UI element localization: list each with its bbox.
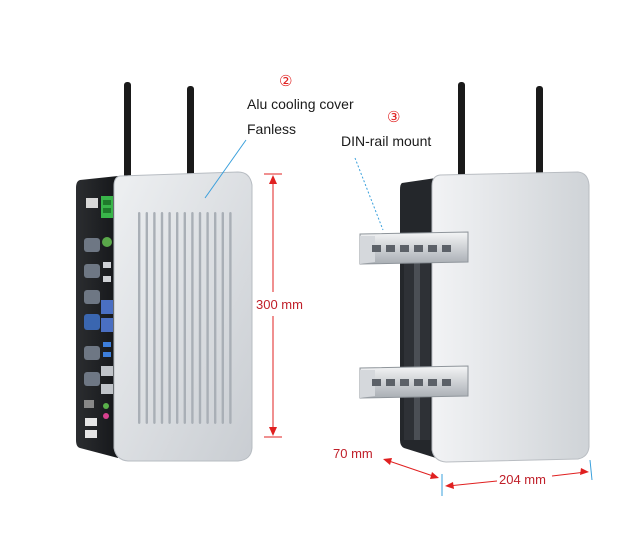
cooling-fin: [221, 212, 224, 424]
cooling-fin: [160, 212, 164, 424]
io-panel: [76, 176, 118, 458]
rail-pointer: [354, 157, 384, 231]
antenna-icon: [457, 82, 466, 185]
antenna-icon: [186, 86, 195, 186]
din-rail: [359, 365, 469, 399]
cooling-fin: [138, 212, 141, 424]
callout-number-cover: ②: [279, 72, 293, 90]
device-back-panel: [431, 171, 590, 463]
cover-pointer: [204, 139, 247, 199]
cooling-fin: [183, 212, 186, 424]
cooling-fin: [145, 212, 148, 424]
antenna-icon: [535, 86, 544, 185]
right-device: [359, 82, 590, 463]
aluminium-cover: [113, 171, 253, 462]
din-rail: [359, 231, 469, 265]
depth-dimension: 70 mm: [333, 446, 373, 461]
width-dimension: 204 mm: [499, 472, 546, 487]
cooling-fin: [198, 212, 202, 424]
antenna-icon: [123, 82, 132, 190]
height-dimension: 300 mm: [256, 297, 303, 312]
rail-title: DIN-rail mount: [341, 133, 432, 149]
cover-subtitle: Fanless: [247, 121, 297, 137]
cooling-fins: [138, 212, 232, 424]
width-dimension-line: [445, 459, 593, 489]
cooling-fin: [168, 212, 171, 424]
cooling-fin: [206, 212, 209, 424]
left-device: [76, 82, 253, 462]
callout-number-rail: ③: [387, 108, 401, 126]
cover-title: Alu cooling cover: [247, 96, 354, 112]
cooling-fin: [191, 212, 194, 424]
cooling-fin: [153, 212, 156, 424]
cooling-fin: [229, 212, 232, 424]
height-dimension-line: [264, 173, 282, 438]
cooling-fin: [214, 212, 217, 424]
cooling-fin: [176, 212, 179, 424]
depth-dimension-line: [383, 458, 443, 496]
